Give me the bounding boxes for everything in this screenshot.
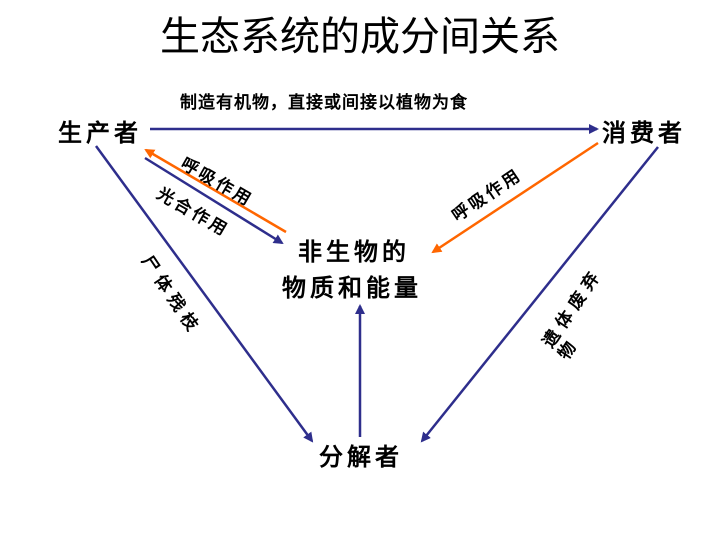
node-consumer: 消费者 — [602, 118, 686, 147]
arrow-consumer-to-decomposer — [420, 146, 659, 443]
label-producer-to-consumer: 制造有机物，直接或间接以植物为食 — [180, 93, 468, 113]
node-producer: 生产者 — [58, 118, 142, 147]
arrow-consumer-respiration — [431, 141, 599, 254]
node-abiotic-line1: 非生物的 — [298, 237, 410, 266]
arrow-producer-to-decomposer — [94, 145, 314, 443]
arrow-photosynthesis — [144, 156, 284, 245]
page-title: 生态系统的成分间关系 — [160, 14, 560, 60]
node-decomposer: 分解者 — [319, 442, 403, 471]
node-abiotic-line2: 物质和能量 — [282, 273, 422, 302]
arrow-producer-respiration — [144, 148, 287, 234]
